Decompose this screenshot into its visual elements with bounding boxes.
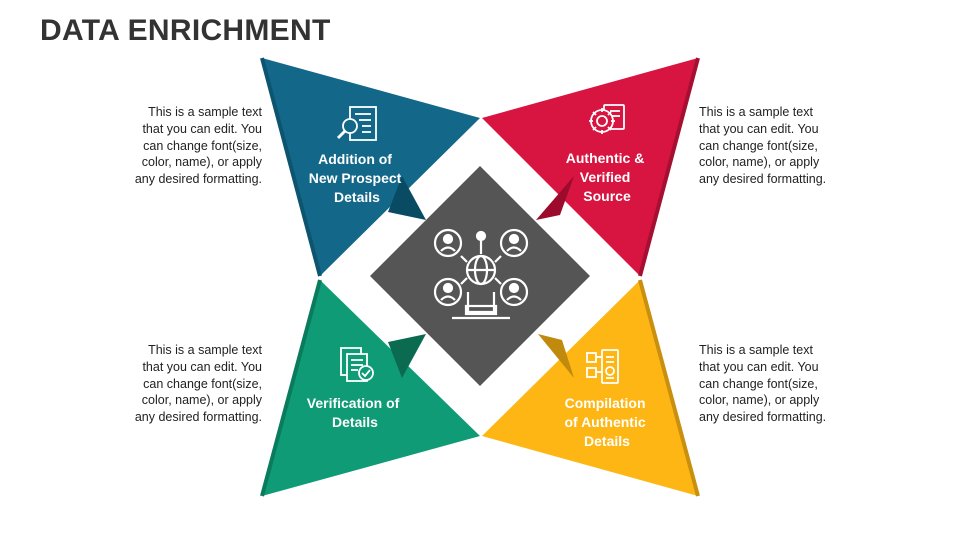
description-line: color, name), or apply	[141, 393, 262, 408]
section-bottom-right	[482, 279, 700, 497]
description-line: any desired formatting.	[699, 172, 827, 187]
label-line: Verified	[580, 169, 631, 185]
label-line: Addition of	[318, 151, 392, 167]
data-compilation-icon	[586, 349, 619, 384]
label-line: Authentic &	[566, 150, 645, 166]
description-line: color, name), or apply	[141, 155, 262, 170]
section-top-left-edge	[260, 57, 322, 277]
description-line: that you can edit. You	[699, 359, 819, 374]
label-line: New Prospect	[309, 170, 402, 186]
section-top-right-shape	[482, 58, 698, 276]
description-line: any desired formatting.	[134, 410, 262, 425]
description-line: color, name), or apply	[699, 155, 820, 170]
label-line: Compilation	[565, 395, 646, 411]
center-diamond	[370, 166, 590, 386]
description-line: color, name), or apply	[699, 393, 820, 408]
description-top-right: This is a sample text that you can edit.…	[699, 104, 899, 188]
description-line: that you can edit. You	[699, 121, 819, 136]
section-top-left-shape	[262, 58, 480, 276]
description-line: can change font(size,	[143, 138, 262, 153]
label-line: Verification of	[307, 395, 400, 411]
section-top-right	[482, 57, 700, 277]
document-search-icon	[336, 106, 377, 141]
section-bottom-right-shape	[482, 280, 698, 496]
description-line: This is a sample text	[699, 105, 813, 119]
description-line: This is a sample text	[148, 343, 262, 357]
section-top-right-arrow	[536, 176, 574, 220]
center-hub	[370, 166, 590, 386]
section-bottom-left-label: Verification of Details	[307, 395, 403, 430]
section-bottom-right-arrow	[538, 334, 574, 378]
page-title: DATA ENRICHMENT	[40, 14, 331, 47]
section-bottom-left	[260, 279, 480, 497]
label-line: Source	[583, 188, 631, 204]
gear-certificate-icon	[589, 104, 625, 134]
network-people-icon	[433, 228, 529, 320]
description-line: This is a sample text	[699, 343, 813, 357]
description-line: any desired formatting.	[134, 172, 262, 187]
label-line: Details	[332, 414, 378, 430]
section-bottom-right-label: Compilation of Authentic Details	[564, 395, 649, 449]
section-bottom-left-edge	[260, 279, 322, 497]
description-line: that you can edit. You	[142, 121, 262, 136]
description-line: can change font(size,	[143, 376, 262, 391]
description-line: This is a sample text	[148, 105, 262, 119]
section-top-left-label: Addition of New Prospect Details	[309, 151, 405, 205]
description-line: can change font(size,	[699, 376, 818, 391]
section-bottom-right-edge	[638, 279, 700, 497]
label-line: of Authentic	[564, 414, 645, 430]
document-check-icon	[340, 347, 374, 382]
label-line: Details	[334, 189, 380, 205]
section-top-left	[260, 57, 480, 277]
description-line: can change font(size,	[699, 138, 818, 153]
section-top-right-label: Authentic & Verified Source	[566, 150, 648, 204]
section-top-right-edge	[638, 57, 700, 277]
section-bottom-left-shape	[262, 280, 480, 496]
description-bottom-left: This is a sample text that you can edit.…	[62, 342, 262, 426]
description-top-left: This is a sample text that you can edit.…	[62, 104, 262, 188]
description-line: any desired formatting.	[699, 410, 827, 425]
description-bottom-right: This is a sample text that you can edit.…	[699, 342, 899, 426]
section-top-left-arrow	[388, 176, 426, 220]
section-bottom-left-arrow	[388, 334, 426, 378]
description-line: that you can edit. You	[142, 359, 262, 374]
label-line: Details	[584, 433, 630, 449]
